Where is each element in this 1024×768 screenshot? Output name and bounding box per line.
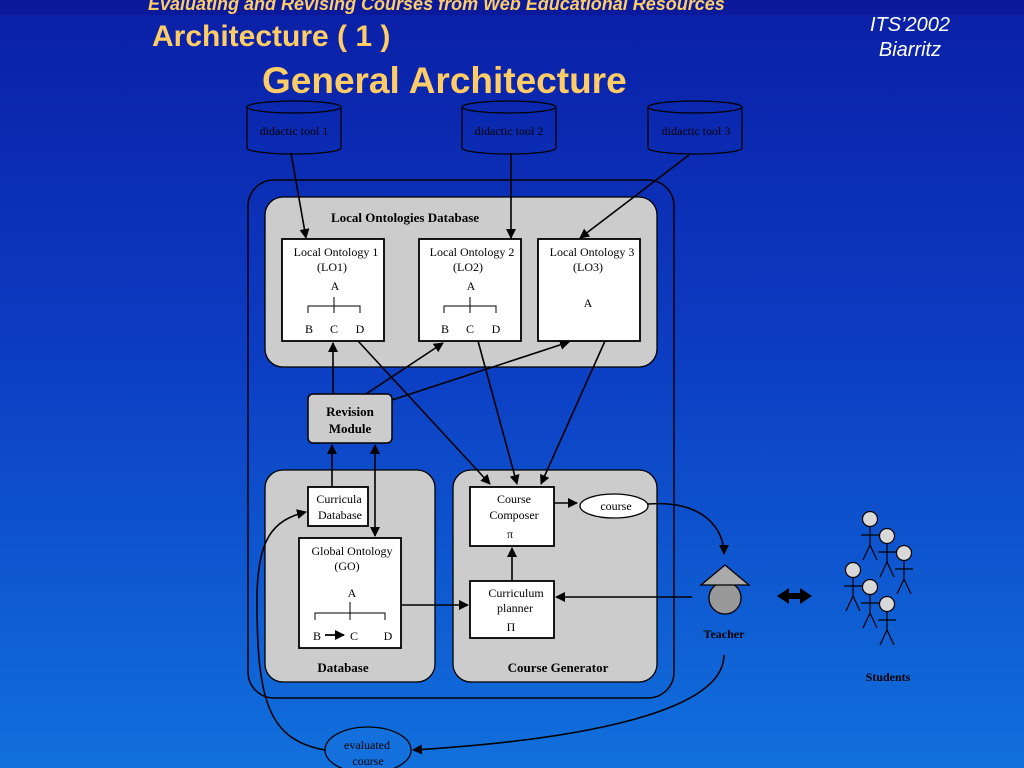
student-figure — [878, 595, 896, 646]
lo1-node-b: B — [305, 322, 313, 336]
database-label: Database — [317, 660, 369, 675]
course-composer-line-2: Composer — [489, 508, 538, 522]
go-node-d: D — [384, 629, 393, 643]
local-ontology-3: Local Ontology 3 (LO3) A — [537, 238, 641, 342]
arrow-lo2-to-composer — [477, 340, 520, 485]
lo1-node-c: C — [330, 322, 338, 336]
conference-line-2: Biarritz — [878, 39, 942, 61]
local-ontology-1-abbr: (LO1) — [317, 260, 347, 274]
lo3-node-a: A — [584, 296, 593, 310]
curriculum-planner-line-1: Curriculum — [488, 586, 544, 600]
arrow-lo3-to-composer — [540, 340, 606, 485]
course-composer-line-1: Course — [497, 492, 531, 506]
diagram-arrows — [256, 152, 729, 755]
student-figure — [895, 544, 913, 595]
curriculum-planner: Curriculum planner Π — [469, 580, 555, 639]
lo1-node-a: A — [331, 279, 340, 293]
go-node-b: B — [313, 629, 321, 643]
curriculum-planner-symbol: Π — [507, 620, 516, 634]
arrow-revision-to-lo2 — [365, 342, 444, 395]
local-ontologies-database-label: Local Ontologies Database — [331, 210, 479, 225]
didactic-tool-1: didactic tool 1 — [246, 100, 342, 155]
didactic-tool-1-label: didactic tool 1 — [260, 124, 329, 138]
arrow-revision-to-lo3 — [391, 340, 570, 401]
teacher-students-link — [777, 588, 812, 604]
evaluated-course: evaluated course — [324, 726, 412, 768]
students-group — [844, 510, 913, 646]
local-ontology-1-name: Local Ontology 1 — [294, 245, 379, 259]
evaluated-course-line-2: course — [352, 754, 383, 768]
course-output: course — [579, 493, 649, 519]
local-ontology-2-abbr: (LO2) — [453, 260, 483, 274]
arrow-tool1-to-lo1 — [290, 152, 310, 239]
course-output-label: course — [600, 499, 631, 513]
curricula-database: Curricula Database — [307, 486, 369, 527]
lo2-node-a: A — [467, 279, 476, 293]
course-composer: Course Composer π — [469, 486, 555, 547]
conference-label: ITS’2002 Biarritz — [850, 13, 970, 63]
arrow-tool3-to-lo3 — [579, 154, 690, 239]
student-figure — [861, 578, 879, 629]
local-ontology-2: Local Ontology 2 (LO2) A B C D — [418, 238, 522, 342]
slide-title: General Architecture — [262, 60, 627, 101]
revision-module-line-1: Revision — [326, 404, 374, 419]
arrow-teacher-to-evaluated — [412, 654, 725, 755]
student-figure — [878, 527, 896, 578]
arrow-evaluated-to-curricula — [256, 509, 326, 751]
revision-module-line-2: Module — [329, 421, 372, 436]
lo2-node-d: D — [492, 322, 501, 336]
didactic-tool-2: didactic tool 2 — [461, 100, 557, 155]
local-ontology-1: Local Ontology 1 (LO1) A B C D — [281, 238, 385, 342]
teacher-label: Teacher — [704, 627, 746, 641]
go-node-a: A — [348, 586, 357, 600]
lo1-node-d: D — [356, 322, 365, 336]
revision-module: Revision Module — [307, 393, 393, 444]
local-ontology-3-name: Local Ontology 3 — [550, 245, 635, 259]
course-generator-label: Course Generator — [508, 660, 609, 675]
slide-subtitle: Architecture ( 1 ) — [152, 20, 391, 53]
student-figure — [844, 561, 862, 612]
didactic-tool-2-label: didactic tool 2 — [475, 124, 544, 138]
didactic-tool-3-label: didactic tool 3 — [662, 124, 731, 138]
presentation-title: Evaluating and Revising Courses from Web… — [148, 0, 725, 14]
top-band — [0, 0, 1024, 15]
arrow-course-to-teacher — [647, 502, 729, 555]
global-ontology: Global Ontology (GO) A B C D — [298, 537, 402, 649]
teacher-figure: Teacher — [699, 564, 751, 641]
go-node-c: C — [350, 629, 358, 643]
lo2-node-b: B — [441, 322, 449, 336]
curricula-database-line-1: Curricula — [316, 492, 362, 506]
course-composer-symbol: π — [507, 527, 513, 541]
local-ontology-3-abbr: (LO3) — [573, 260, 603, 274]
lo2-node-c: C — [466, 322, 474, 336]
curricula-database-line-2: Database — [318, 508, 362, 522]
system-frame — [247, 179, 675, 699]
students-label: Students — [866, 670, 911, 684]
arrow-lo1-to-composer — [357, 340, 491, 485]
didactic-tool-3: didactic tool 3 — [647, 100, 743, 155]
student-figure — [861, 510, 879, 561]
global-ontology-name: Global Ontology — [312, 544, 393, 558]
evaluated-course-line-1: evaluated — [344, 738, 390, 752]
conference-line-1: ITS’2002 — [869, 14, 951, 36]
global-ontology-abbr: (GO) — [334, 559, 359, 573]
local-ontology-2-name: Local Ontology 2 — [430, 245, 515, 259]
curriculum-planner-line-2: planner — [497, 601, 533, 615]
